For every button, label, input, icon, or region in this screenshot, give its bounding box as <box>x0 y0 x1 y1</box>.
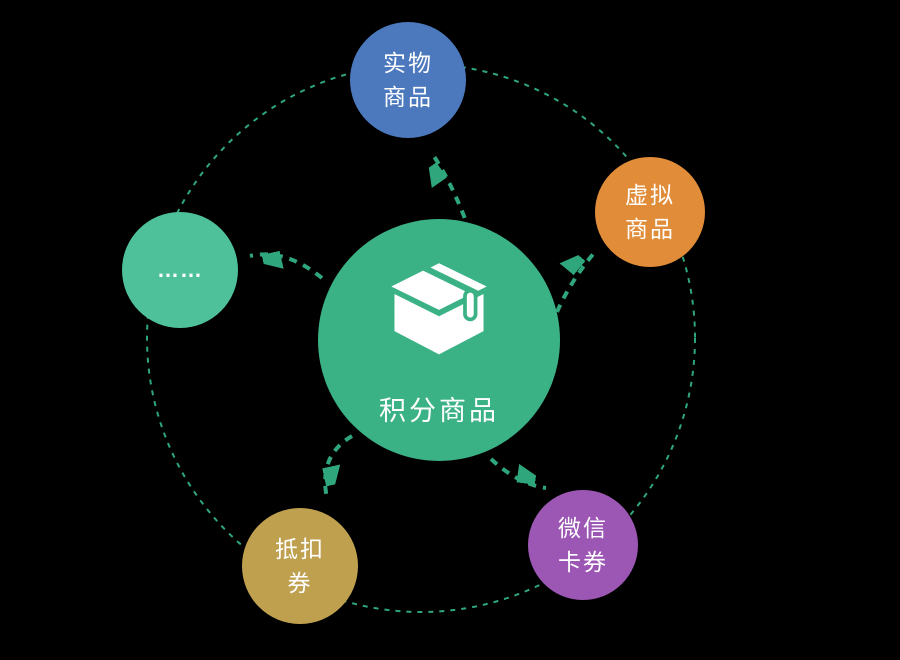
arrow-center-to-virtual-goods <box>555 253 596 313</box>
node-label-line: 商品 <box>383 84 433 110</box>
node-physical-goods: 实物 商品 <box>350 22 466 138</box>
arrow-center-to-physical-goods <box>431 150 472 233</box>
arrow-center-to-wechat-cards <box>489 457 547 490</box>
node-virtual-goods: 虚拟 商品 <box>595 157 705 267</box>
node-label-line: …… <box>157 257 203 282</box>
arrow-center-to-others <box>249 254 324 280</box>
node-wechat-cards: 微信 卡券 <box>528 490 638 600</box>
node-label-line: 券 <box>287 570 313 596</box>
node-label-line: 微信 <box>558 515 608 541</box>
package-box-icon <box>391 263 487 355</box>
node-label-line: 抵扣 <box>275 536 325 562</box>
node-label-line: 卡券 <box>558 549 608 575</box>
arrow-center-to-discount-coupon <box>325 434 354 499</box>
node-label-line: 实物 <box>383 50 433 76</box>
center-node-points-goods: 积分商品 <box>318 219 560 461</box>
node-others: …… <box>122 212 238 328</box>
node-label-line: 虚拟 <box>625 182 675 208</box>
node-discount-coupon: 抵扣 券 <box>242 508 358 624</box>
center-node-label: 积分商品 <box>379 396 499 426</box>
node-label-line: 商品 <box>625 216 675 242</box>
